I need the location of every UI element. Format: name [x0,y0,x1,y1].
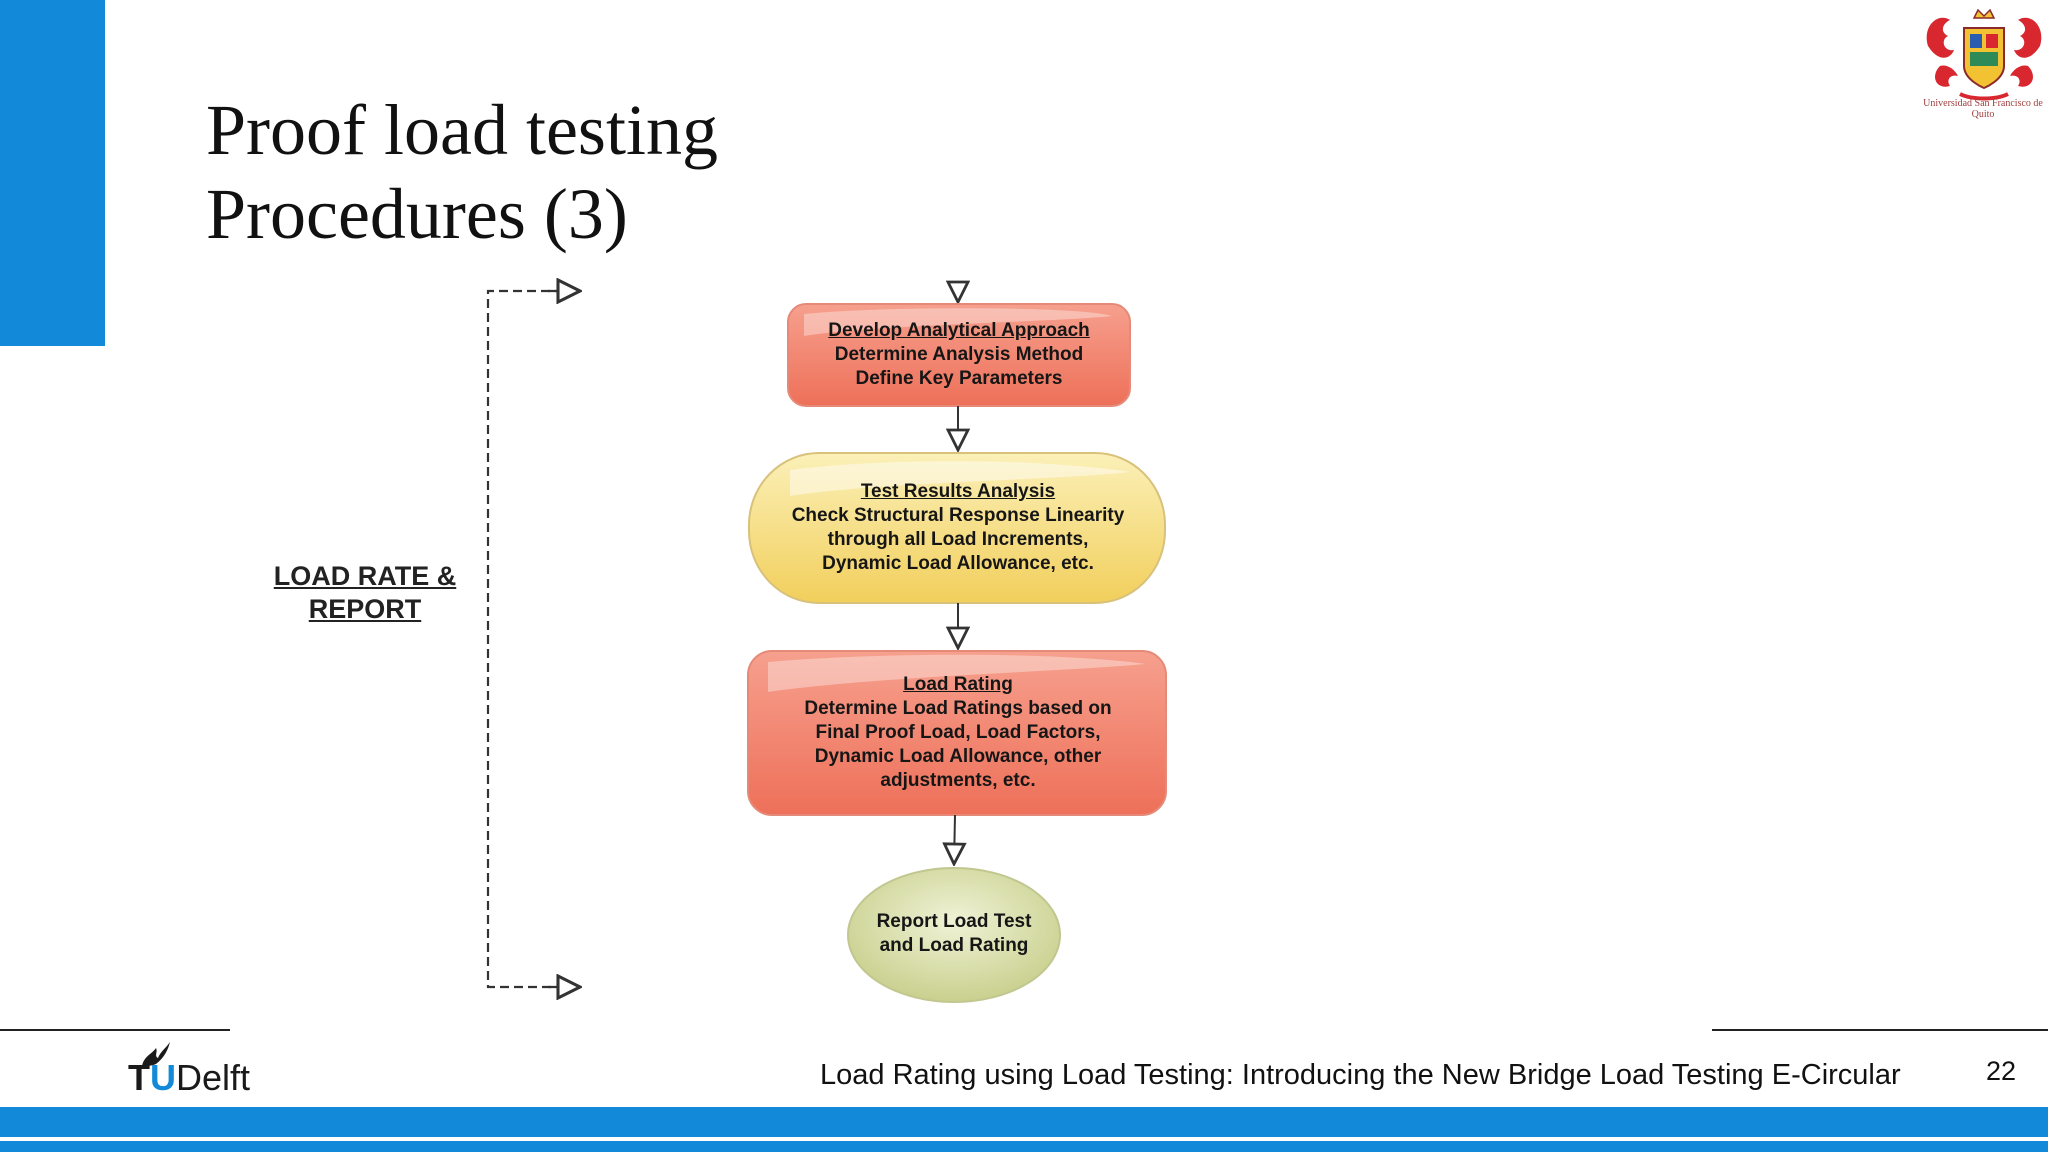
slide-title: Proof load testing Procedures (3) [206,88,718,256]
node-load-rating-shape [747,650,1167,816]
node-line: Determine Load Ratings based on [804,698,1112,719]
arrow-3-to-4 [954,814,955,864]
node-line: Final Proof Load, Load Factors, [815,722,1101,743]
node-test-results-analysis: Test Results Analysis Check Structural R… [760,480,1156,576]
node-line: through all Load Increments, [827,529,1089,550]
footer-rule-right [1712,1029,2048,1031]
node-heading: Test Results Analysis [860,481,1056,502]
bottom-band [0,1107,2048,1137]
logo-delft: Delft [176,1057,251,1098]
node-heading: Develop Analytical Approach [828,320,1090,341]
node-line: Report Load Test [876,911,1032,932]
node-report-load-test: Report Load Test and Load Rating [854,910,1054,958]
title-line-2: Procedures (3) [206,174,628,254]
node-line: Define Key Parameters [855,368,1063,389]
logo-u: U [150,1057,176,1098]
university-crest-logo [1926,8,2042,101]
bottom-band-thin [0,1141,2048,1152]
node-load-rating: Load Rating Determine Load Ratings based… [760,673,1156,793]
flame-icon [142,1042,170,1066]
footer-presentation-title: Load Rating using Load Testing: Introduc… [820,1059,1901,1091]
side-label-line-1: LOAD RATE & [273,561,457,591]
side-label-line-2: REPORT [308,594,422,624]
node-line: adjustments, etc. [880,770,1036,791]
node-heading: Load Rating [903,674,1013,695]
node-line: Dynamic Load Allowance, other [814,746,1102,767]
crest-caption: Universidad San Francisco de Quito [1923,98,2043,120]
node-line: Check Structural Response Linearity [791,505,1125,526]
accent-bar [0,0,105,346]
logo-tu: TU [128,1057,176,1098]
tu-delft-logo: TUDelft [124,1040,274,1098]
node-develop-analytical-approach: Develop Analytical Approach Determine An… [790,319,1128,391]
page-number: 22 [1986,1056,2017,1086]
node-line: Determine Analysis Method [834,344,1084,365]
footer-rule-left [0,1029,230,1031]
node-report-load-test-shape [847,867,1061,1003]
bracket-connector [486,289,578,989]
node-line: Dynamic Load Allowance, etc. [822,553,1094,574]
title-line-1: Proof load testing [206,90,718,170]
node-line: and Load Rating [879,935,1029,956]
side-label: LOAD RATE & REPORT [250,560,480,626]
